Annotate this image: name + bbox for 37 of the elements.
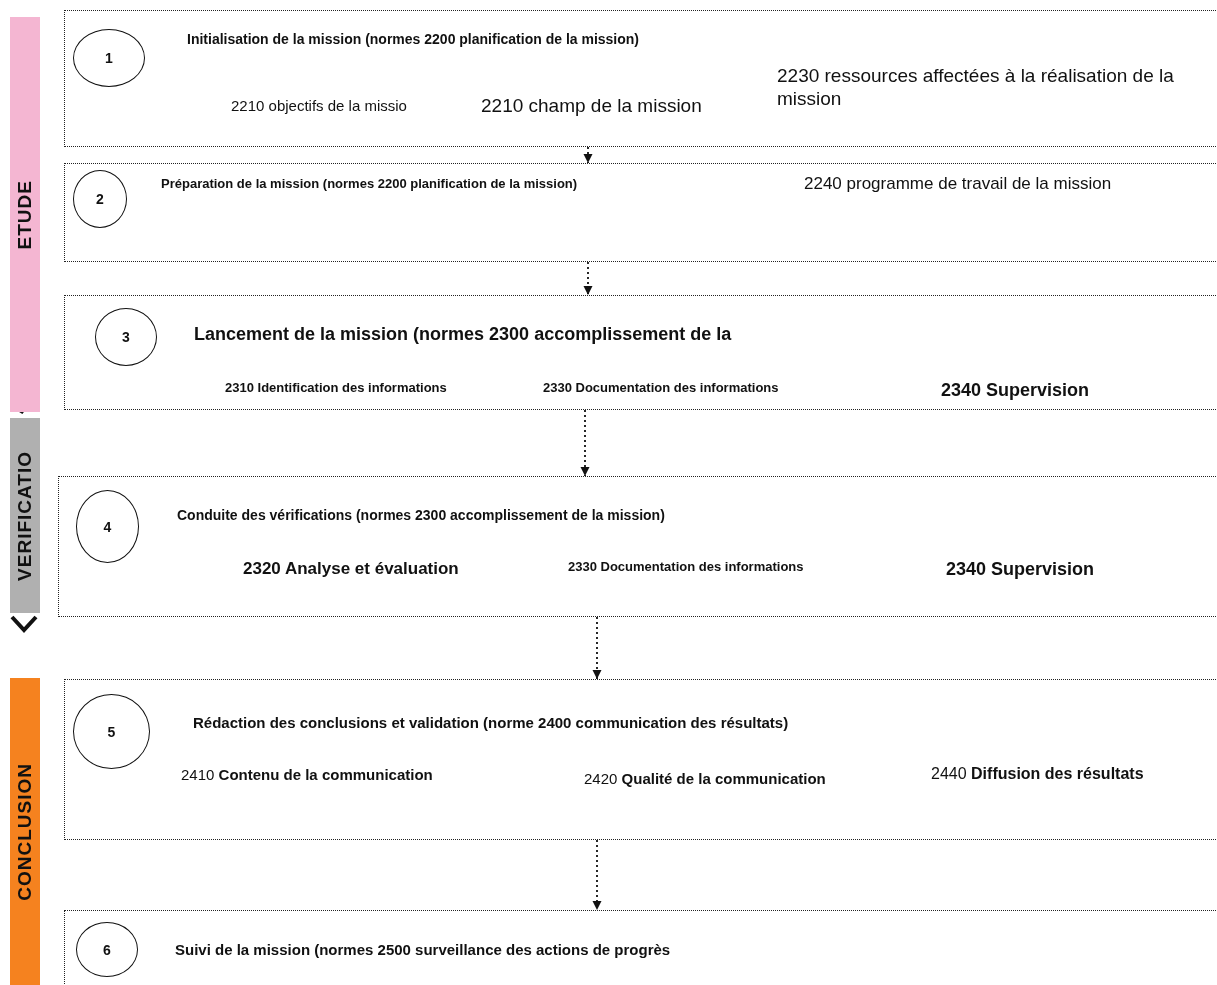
norm-item: 2440 Diffusion des résultats [931,764,1144,784]
norm-item: 2340 Supervision [941,380,1090,402]
phase-label: CONCLUSION [14,762,36,901]
stage-title: Préparation de la mission (normes 2200 planification de la mission) [161,176,578,192]
stage-title: Conduite des vérifications (normes 2300 accomplissement de la mission) [177,507,665,524]
norm-item: 2320 Analyse et évaluation [243,559,459,580]
stage-box [64,163,1217,262]
phase-band [10,678,40,985]
norm-item: 2210 objectifs de la missio [231,97,407,115]
norm-item: 2310 Identification des informations [225,380,447,396]
arrow [592,616,602,680]
arrow [592,839,602,911]
phase-band [10,17,40,412]
arrow [583,261,593,296]
stage-box [58,476,1217,617]
norm-item: 2340 Supervision [946,559,1095,581]
stage-box [64,295,1217,410]
arrow [580,409,590,477]
stage-title: Suivi de la mission (normes 2500 surveillance des actions de progrès [175,941,671,959]
step-number-circle: 4 [76,490,139,563]
stage-title: Initialisation de la mission (normes 2200 planification de la mission) [187,31,639,48]
stage-box [64,10,1217,147]
norm-item: 2420 Qualité de la communication [584,770,826,788]
phase-label: VERIFICATIO [14,450,36,581]
stage-box [64,910,1217,985]
norm-item: 2410 Contenu de la communication [181,766,433,784]
stage-box [64,679,1217,840]
norm-item: 2210 champ de la mission [481,95,702,118]
arrow [583,146,593,164]
stage-title: Rédaction des conclusions et validation (norme 2400 communication des résultats) [193,714,789,732]
stage-title: Lancement de la mission (normes 2300 accomplissement de la [194,324,732,346]
phase-label: ETUDE [14,179,36,250]
phase-band [10,418,40,613]
norm-item: 2240 programme de travail de la mission [804,174,1112,195]
norm-item: 2230 ressources affectées à la réalisation de la mission [777,65,1175,111]
norm-item: 2330 Documentation des informations [568,559,804,575]
norm-item: 2330 Documentation des informations [543,380,779,396]
